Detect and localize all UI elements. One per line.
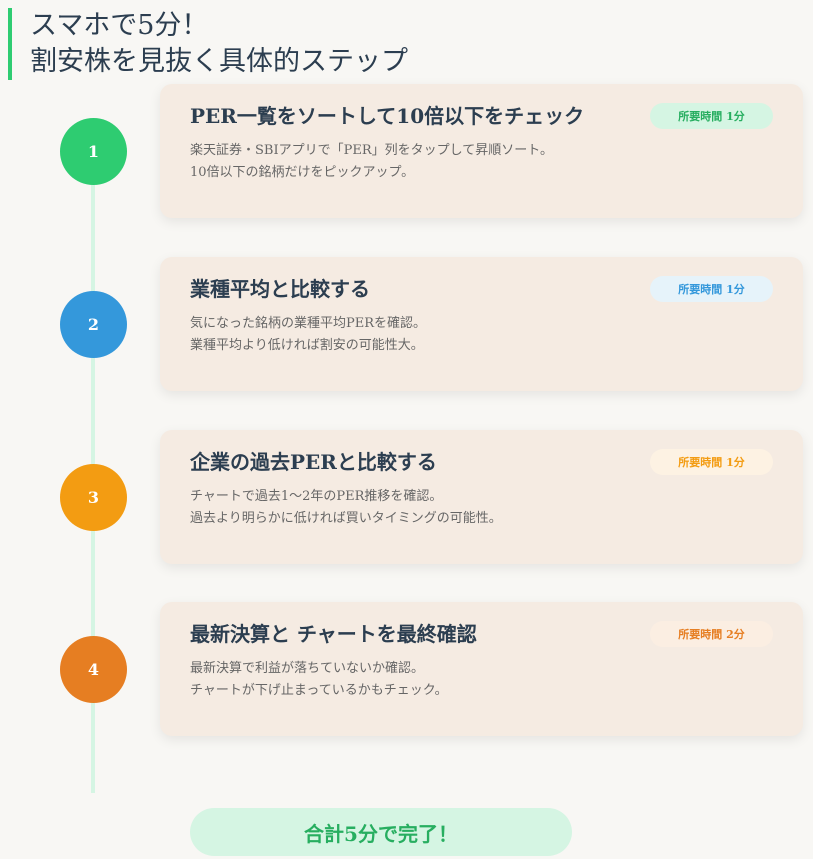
step-heading: PER一覧をソートして10倍以下をチェック: [190, 104, 585, 128]
page-title: スマホで5分！ 割安株を見抜く具体的ステップ: [8, 8, 408, 80]
step-description: 楽天証券・SBIアプリで「PER」列をタップして昇順ソート。 10倍以下の銘柄だ…: [190, 140, 553, 184]
time-badge: 所要時間 1分: [650, 449, 773, 475]
step-description-line: 業種平均より低ければ割安の可能性大。: [190, 338, 424, 353]
time-badge: 所要時間 1分: [650, 103, 773, 129]
step-description-line: 10倍以下の銘柄だけをピックアップ。: [190, 165, 415, 180]
title-line-1: スマホで5分！: [30, 10, 209, 41]
step-number-circle: 3: [60, 464, 127, 531]
step-description: チャートで過去1〜2年のPER推移を確認。 過去より明らかに低ければ買いタイミン…: [190, 486, 502, 530]
step-number-circle: 1: [60, 118, 127, 185]
step-number-circle: 4: [60, 636, 127, 703]
step-card: 最新決算と チャートを最終確認 所要時間 2分 最新決算で利益が落ちていないか確…: [160, 602, 803, 736]
step-card: 企業の過去PERと比較する 所要時間 1分 チャートで過去1〜2年のPER推移を…: [160, 430, 803, 564]
step-description-line: チャートが下げ止まっているかもチェック。: [190, 683, 448, 698]
step-description-line: チャートで過去1〜2年のPER推移を確認。: [190, 489, 443, 504]
step-card: 業種平均と比較する 所要時間 1分 気になった銘柄の業種平均PERを確認。 業種…: [160, 257, 803, 391]
step-description: 気になった銘柄の業種平均PERを確認。 業種平均より低ければ割安の可能性大。: [190, 313, 426, 357]
step-description-line: 気になった銘柄の業種平均PERを確認。: [190, 316, 427, 331]
step-card: PER一覧をソートして10倍以下をチェック 所要時間 1分 楽天証券・SBIアプ…: [160, 84, 803, 218]
step-number-circle: 2: [60, 291, 127, 358]
step-description: 最新決算で利益が落ちていないか確認。 チャートが下げ止まっているかもチェック。: [190, 658, 448, 702]
step-description-line: 楽天証券・SBIアプリで「PER」列をタップして昇順ソート。: [190, 143, 553, 158]
time-badge: 所要時間 2分: [650, 621, 773, 647]
total-time-banner: 合計5分で完了！: [190, 808, 572, 856]
step-description-line: 最新決算で利益が落ちていないか確認。: [190, 661, 425, 676]
step-description-line: 過去より明らかに低ければ買いタイミングの可能性。: [190, 511, 502, 526]
time-badge: 所要時間 1分: [650, 276, 773, 302]
step-heading: 最新決算と チャートを最終確認: [190, 622, 477, 646]
title-line-2: 割安株を見抜く具体的ステップ: [30, 46, 408, 77]
step-heading: 業種平均と比較する: [190, 277, 370, 301]
step-heading: 企業の過去PERと比較する: [190, 450, 437, 474]
